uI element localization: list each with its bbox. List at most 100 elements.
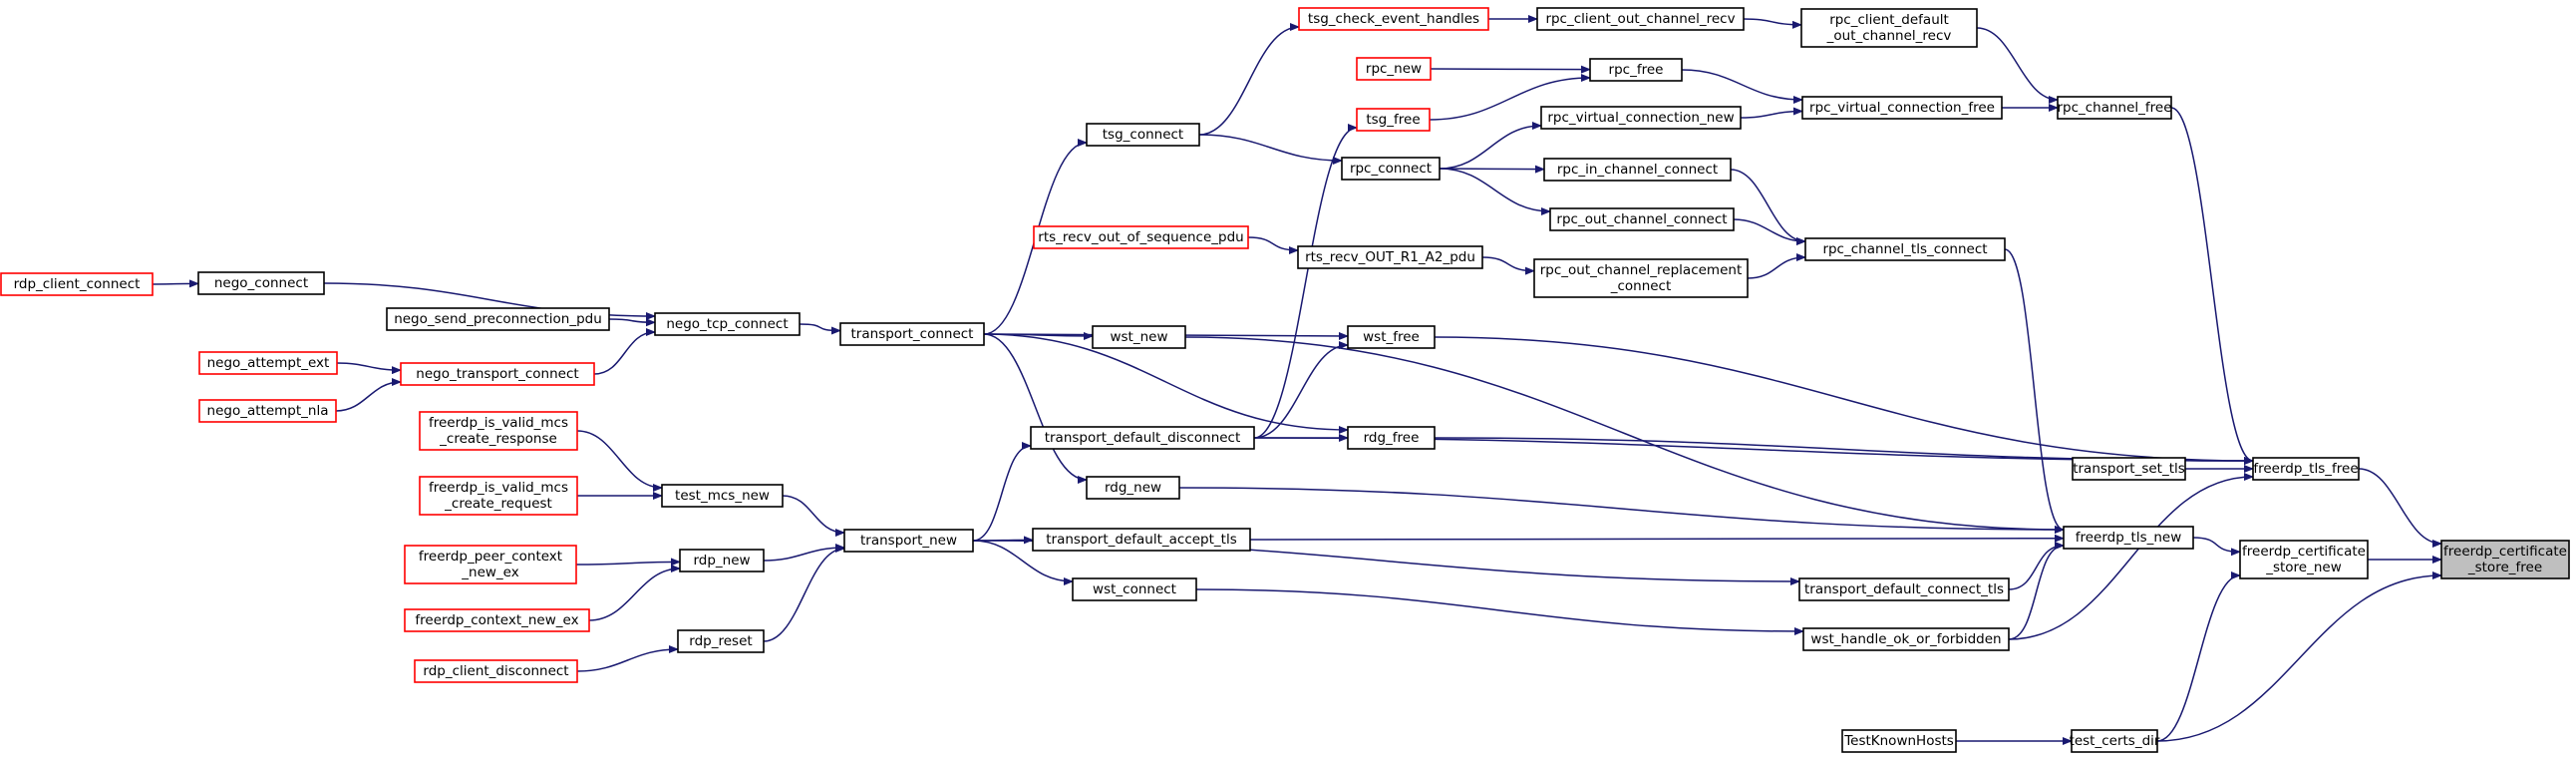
call-edge <box>1740 107 1803 119</box>
node-rpc-new[interactable]: rpc_new <box>1356 57 1432 81</box>
node-box <box>2239 540 2369 579</box>
node-valid-mcs-request[interactable]: freerdp_is_valid_mcs_create_request <box>419 476 578 516</box>
call-edge <box>575 558 681 567</box>
edge-nego_attempt_nla-to-nego_transport_connect <box>335 378 402 412</box>
node-transport-set-tls[interactable]: transport_set_tls <box>2072 457 2186 481</box>
node-test-mcs-new[interactable]: test_mcs_new <box>661 484 784 508</box>
edge-transport_default_accept_tls-to-tls_new <box>1249 534 2065 543</box>
call-edge <box>2358 468 2442 548</box>
node-box <box>404 545 577 584</box>
node-rdp-client-connect[interactable]: rdp_client_connect <box>0 272 154 296</box>
call-edge <box>799 323 841 335</box>
node-transport-connect[interactable]: transport_connect <box>839 322 985 346</box>
node-rdg-free[interactable]: rdg_free <box>1347 426 1436 450</box>
edge-rpc_out_connect-to-rpc_channel_tls_connect <box>1733 218 1806 245</box>
node-rpc-in-connect[interactable]: rpc_in_channel_connect <box>1543 158 1732 182</box>
node-nego-transport-connect[interactable]: nego_transport_connect <box>400 362 595 386</box>
node-rpc-out-replacement[interactable]: rpc_out_channel_replacement_connect <box>1533 258 1749 298</box>
node-label: freerdp_certificate <box>2242 544 2366 560</box>
node-nego-send-precon[interactable]: nego_send_preconnection_pdu <box>386 307 610 331</box>
node-box <box>1356 108 1431 132</box>
call-edge <box>576 430 663 492</box>
node-box <box>2440 540 2570 579</box>
node-box <box>1356 57 1432 81</box>
node-label: tsg_free <box>1366 112 1420 128</box>
node-rpc-connect[interactable]: rpc_connect <box>1341 157 1441 181</box>
edge-tsg_free-to-rpc_free <box>1429 74 1591 121</box>
node-wst-handle-ok[interactable]: wst_handle_ok_or_forbidden <box>1802 627 2010 651</box>
call-edge <box>972 540 1074 585</box>
node-peer-context-new[interactable]: freerdp_peer_context_new_ex <box>404 545 577 584</box>
node-box <box>1549 207 1735 231</box>
node-wst-free[interactable]: wst_free <box>1347 325 1436 349</box>
node-wst-connect[interactable]: wst_connect <box>1072 577 1197 601</box>
node-rpc-vc-new[interactable]: rpc_virtual_connection_new <box>1540 106 1742 130</box>
node-label: wst_new <box>1110 329 1167 345</box>
node-label: rpc_virtual_connection_new <box>1547 110 1734 126</box>
node-rpc-channel-tls-connect[interactable]: rpc_channel_tls_connect <box>1804 237 2006 261</box>
node-valid-mcs-response[interactable]: freerdp_is_valid_mcs_create_response <box>419 411 578 451</box>
call-edge <box>1178 487 2065 534</box>
node-rts-recv-out[interactable]: rts_recv_OUT_R1_A2_pdu <box>1297 245 1483 269</box>
node-box <box>1072 577 1197 601</box>
node-tsg-check[interactable]: tsg_check_event_handles <box>1298 7 1489 31</box>
node-transport-default-disconnect[interactable]: transport_default_disconnect <box>1030 426 1255 450</box>
node-label: rpc_client_out_channel_recv <box>1545 11 1735 27</box>
node-nego-connect[interactable]: nego_connect <box>197 271 325 295</box>
node-nego-tcp-connect[interactable]: nego_tcp_connect <box>654 312 801 336</box>
edge-nego_send_precon-to-nego_tcp_connect <box>608 318 656 327</box>
node-known-hosts[interactable]: TestKnownHosts <box>1841 729 1957 753</box>
call-edge <box>1429 74 1591 121</box>
node-box <box>1543 158 1732 182</box>
node-cert-store-new[interactable]: freerdp_certificate_store_new <box>2239 540 2369 579</box>
edge-tls_free-to-focus <box>2358 468 2442 548</box>
node-rpc-client-default-out[interactable]: rpc_client_default_out_channel_recv <box>1800 8 1978 48</box>
node-wst-new[interactable]: wst_new <box>1092 325 1186 349</box>
call-edge <box>1434 336 2254 465</box>
node-rdp-new[interactable]: rdp_new <box>679 549 765 572</box>
call-edge <box>763 545 845 642</box>
nodes-layer: freerdp_certificate_store_freefreerdp_tl… <box>0 7 2570 753</box>
node-rpc-free[interactable]: rpc_free <box>1589 58 1683 82</box>
node-rts-recv-seq[interactable]: rts_recv_out_of_sequence_pdu <box>1033 225 1249 249</box>
node-transport-new[interactable]: transport_new <box>843 529 974 553</box>
node-transport-default-connect-tls[interactable]: transport_default_connect_tls <box>1798 577 2010 601</box>
node-tsg-connect[interactable]: tsg_connect <box>1086 123 1200 147</box>
call-edge <box>576 645 679 672</box>
node-rdp-reset[interactable]: rdp_reset <box>677 629 765 653</box>
node-rdg-new[interactable]: rdg_new <box>1086 476 1180 500</box>
node-label: rpc_virtual_connection_free <box>1809 100 1995 116</box>
node-box <box>1092 325 1186 349</box>
node-rpc-client-out-recv[interactable]: rpc_client_out_channel_recv <box>1536 7 1745 31</box>
node-rpc-vc-free[interactable]: rpc_virtual_connection_free <box>1801 96 2003 120</box>
node-tls-free[interactable]: freerdp_tls_free <box>2252 457 2360 481</box>
node-rpc-channel-free[interactable]: rpc_channel_free <box>2057 96 2172 120</box>
node-nego-attempt-ext[interactable]: nego_attempt_ext <box>198 351 338 375</box>
node-box <box>1341 157 1441 181</box>
node-box <box>1540 106 1742 130</box>
edge-rpc_in_connect-to-rpc_channel_tls_connect <box>1730 169 1806 245</box>
edge-tls_new-to-cert_store_new <box>2192 537 2241 557</box>
node-box <box>404 608 590 632</box>
node-rpc-out-connect[interactable]: rpc_out_channel_connect <box>1549 207 1735 231</box>
node-box <box>1086 476 1180 500</box>
node-transport-default-accept-tls[interactable]: transport_default_accept_tls <box>1032 528 1251 552</box>
node-tsg-free[interactable]: tsg_free <box>1356 108 1431 132</box>
node-context-new[interactable]: freerdp_context_new_ex <box>404 608 590 632</box>
node-label: tsg_connect <box>1103 127 1183 143</box>
node-box <box>679 549 765 572</box>
edge-nego_transport_connect-to-nego_tcp_connect <box>593 328 656 375</box>
call-edge <box>1247 236 1299 254</box>
call-edge <box>983 333 1349 434</box>
node-tls-new[interactable]: freerdp_tls_new <box>2063 526 2194 550</box>
node-nego-attempt-nla[interactable]: nego_attempt_nla <box>198 399 337 423</box>
node-label: nego_tcp_connect <box>666 316 788 332</box>
call-edge <box>1481 256 1535 275</box>
node-box <box>1533 258 1749 298</box>
call-edge <box>2008 542 2065 640</box>
call-edge <box>1747 253 1806 279</box>
call-edge <box>335 378 402 412</box>
node-rdp-client-disconnect[interactable]: rdp_client_disconnect <box>414 659 578 683</box>
node-test-certs-dir[interactable]: test_certs_dir <box>2070 729 2160 753</box>
call-edge <box>763 544 845 562</box>
